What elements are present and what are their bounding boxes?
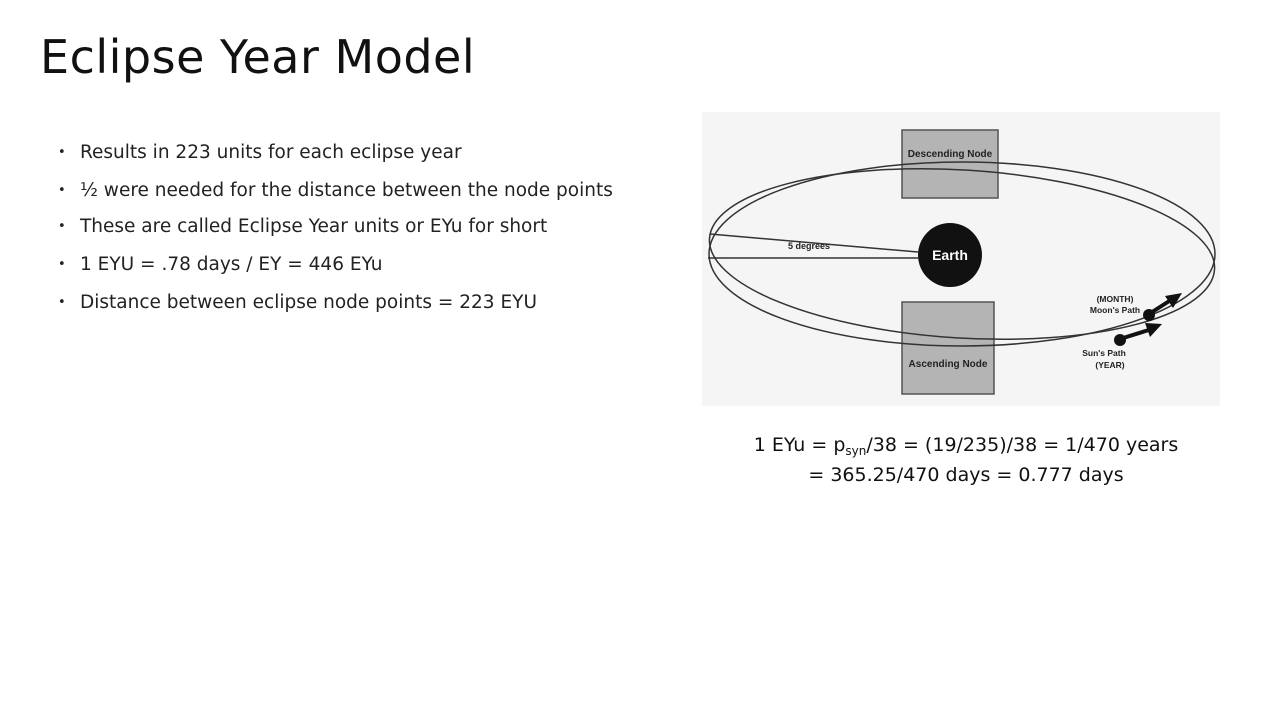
caption-suffix: /38 = (19/235)/38 = 1/470 years bbox=[866, 434, 1179, 456]
caption-prefix: 1 EYu = p bbox=[753, 434, 846, 456]
bullet-item: 1 EYU = .78 days / EY = 446 EYu bbox=[56, 254, 696, 276]
eclipse-node-diagram: Descending Node Ascending Node 5 degrees… bbox=[702, 112, 1220, 406]
earth-label: Earth bbox=[932, 247, 968, 263]
earth-circle bbox=[918, 223, 982, 287]
angle-line-upper bbox=[709, 233, 919, 253]
sun-arrowhead bbox=[1145, 323, 1162, 337]
caption: 1 EYu = psyn/38 = (19/235)/38 = 1/470 ye… bbox=[706, 430, 1226, 490]
sun-path-label: Sun's Path bbox=[1082, 348, 1126, 358]
sun-path-orbit bbox=[708, 161, 1216, 347]
ascending-node-box bbox=[901, 301, 995, 395]
descending-node-label: Descending Node bbox=[908, 149, 993, 160]
bullet-item: Distance between eclipse node points = 2… bbox=[56, 292, 696, 314]
sun-dot bbox=[1114, 334, 1126, 346]
caption-line-1: 1 EYu = psyn/38 = (19/235)/38 = 1/470 ye… bbox=[706, 430, 1226, 460]
moon-arrowhead bbox=[1165, 293, 1182, 308]
slide-title: Eclipse Year Model bbox=[40, 30, 476, 84]
moon-path-orbit bbox=[708, 167, 1216, 341]
bullet-item: These are called Eclipse Year units or E… bbox=[56, 216, 696, 238]
caption-line-2: = 365.25/470 days = 0.777 days bbox=[808, 464, 1124, 486]
ascending-node-label: Ascending Node bbox=[909, 359, 988, 370]
angle-label: 5 degrees bbox=[788, 241, 830, 251]
bullet-item: Results in 223 units for each eclipse ye… bbox=[56, 142, 696, 164]
caption-subscript: syn bbox=[845, 444, 867, 458]
moon-path-label: Moon's Path bbox=[1090, 305, 1140, 315]
bullet-list: Results in 223 units for each eclipse ye… bbox=[56, 142, 696, 314]
year-label: (YEAR) bbox=[1095, 360, 1124, 370]
month-label: (MONTH) bbox=[1097, 294, 1134, 304]
bullet-item: ½ were needed for the distance between t… bbox=[56, 180, 696, 202]
moon-dot bbox=[1143, 309, 1155, 321]
